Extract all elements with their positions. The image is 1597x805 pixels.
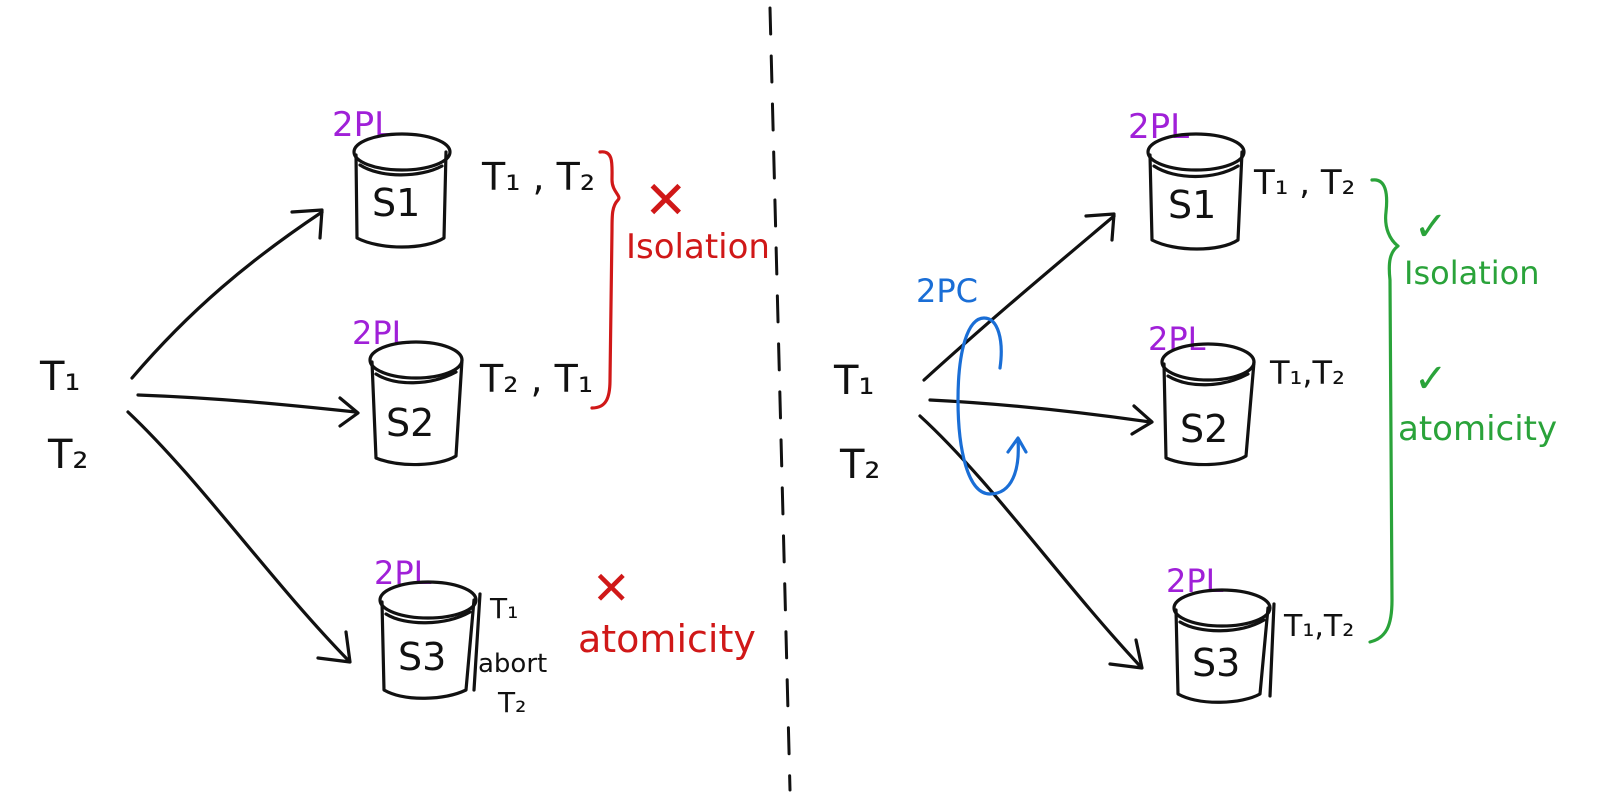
database-icon — [1160, 342, 1256, 467]
left-arrow-to-s3 — [126, 410, 352, 664]
database-icon — [1172, 588, 1272, 704]
left-atomicity-label: atomicity — [578, 617, 756, 661]
right-2pc-label: 2PC — [916, 272, 978, 310]
right-s1-name: S1 — [1168, 183, 1216, 227]
right-s1-order: T₁ , T₂ — [1253, 163, 1355, 203]
right-arrow-to-s1 — [922, 212, 1116, 382]
left-client-t2: T₂ — [47, 432, 88, 478]
right-atomicity-mark: ✓ — [1414, 356, 1448, 402]
left-s1-protocol: 2PL — [332, 105, 393, 145]
right-guarantee-brace — [1368, 178, 1400, 644]
left-s3-order-line2: abort — [478, 649, 547, 679]
left-s3-separator — [472, 592, 482, 692]
right-s3-separator — [1268, 602, 1276, 698]
left-arrow-to-s2 — [136, 393, 360, 428]
right-client-t1: T₁ — [833, 358, 874, 404]
right-server-s3: 2PL S3 T₁,T₂ — [1166, 562, 1354, 704]
database-icon — [352, 132, 452, 249]
left-server-s1: 2PL S1 T₁ , T₂ — [332, 105, 595, 249]
left-isolation-mark: ✕ — [644, 171, 688, 231]
right-server-s1: 2PL S1 T₁ , T₂ — [1128, 107, 1355, 251]
database-icon — [1146, 132, 1246, 251]
right-s2-name: S2 — [1180, 407, 1228, 451]
right-arrow-to-s3 — [918, 414, 1144, 670]
left-s2-name: S2 — [386, 401, 434, 445]
right-server-s2: 2PL S2 T₁,T₂ — [1148, 320, 1345, 467]
right-atomicity-label: atomicity — [1398, 409, 1557, 449]
left-client-t1: T₁ — [39, 354, 80, 400]
left-isolation-brace — [590, 150, 621, 410]
right-s2-protocol: 2PL — [1148, 320, 1206, 358]
left-s1-name: S1 — [372, 181, 420, 225]
right-arrow-to-s2 — [928, 398, 1154, 436]
right-s3-name: S3 — [1192, 641, 1240, 685]
left-s1-order: T₁ , T₂ — [481, 155, 595, 199]
right-panel: T₁ T₂ 2PC 2PL S1 — [833, 107, 1557, 704]
right-isolation-mark: ✓ — [1414, 204, 1448, 250]
left-s2-order: T₂ , T₁ — [479, 357, 593, 401]
left-s3-protocol: 2PL — [374, 554, 432, 592]
right-client-t2: T₂ — [839, 442, 880, 488]
left-arrow-to-s1 — [130, 208, 324, 380]
right-s3-order: T₁,T₂ — [1283, 609, 1354, 644]
left-s3-order-line1: T₁ — [489, 592, 518, 625]
left-server-s3: 2PL S3 T₁ abort T₂ — [374, 554, 547, 719]
left-panel: T₁ T₂ 2PL S1 T₁ , T₂ 2PL — [39, 105, 770, 719]
database-icon — [368, 340, 464, 467]
left-server-s2: 2PL S2 T₂ , T₁ — [352, 314, 593, 467]
commit-loop-icon — [956, 316, 1028, 496]
left-s3-order-line3: T₂ — [497, 686, 526, 719]
left-s2-protocol: 2PL — [352, 314, 410, 352]
database-icon — [378, 580, 478, 700]
left-isolation-label: Isolation — [626, 227, 770, 267]
panel-divider — [768, 6, 792, 792]
left-s3-name: S3 — [398, 635, 446, 679]
right-s2-order: T₁,T₂ — [1269, 354, 1345, 392]
right-isolation-label: Isolation — [1404, 254, 1539, 292]
left-atomicity-mark: ✕ — [592, 561, 631, 615]
